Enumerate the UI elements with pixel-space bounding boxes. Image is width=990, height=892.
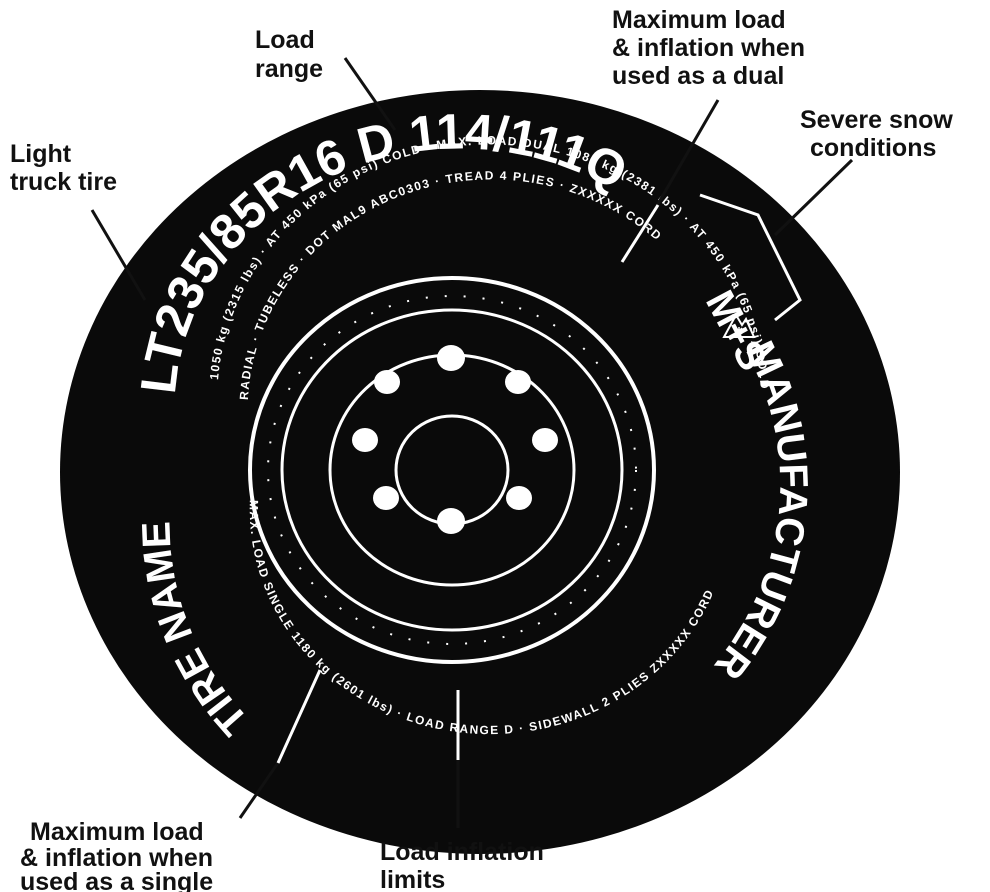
callout-load-range: Load range	[255, 26, 323, 83]
lug-hole	[437, 508, 465, 534]
lug-hole	[437, 345, 465, 371]
callout-severe-snow: Severe snow conditions	[800, 106, 953, 162]
callout-max-dual: Maximum load & inflation when used as a …	[612, 6, 805, 90]
callout-line: range	[255, 55, 323, 83]
lug-hole	[374, 370, 400, 394]
callout-max-single: Maximum load & inflation when used as a …	[20, 818, 213, 892]
leader-severe-snow	[775, 160, 852, 235]
callout-line: Maximum load	[30, 818, 204, 846]
lug-hole	[352, 428, 378, 452]
callout-line: Load	[255, 26, 315, 54]
lug-hole	[506, 486, 532, 510]
callout-line: used as a single	[20, 868, 213, 892]
callout-line: & inflation when	[612, 34, 805, 62]
callout-line: Load inflation	[380, 838, 544, 866]
callout-line: conditions	[810, 134, 936, 162]
callout-inflation-limits: Load inflation limits	[380, 838, 544, 892]
callout-light-truck: Light truck tire	[10, 140, 117, 196]
callout-line: Maximum load	[612, 6, 786, 34]
lug-hole	[532, 428, 558, 452]
callout-line: Light	[10, 140, 72, 168]
lug-hole	[373, 486, 399, 510]
callout-line: Severe snow	[800, 106, 953, 134]
callout-line: used as a dual	[612, 62, 784, 90]
lug-hole	[505, 370, 531, 394]
callout-line: limits	[380, 866, 445, 892]
callout-line: truck tire	[10, 168, 117, 196]
